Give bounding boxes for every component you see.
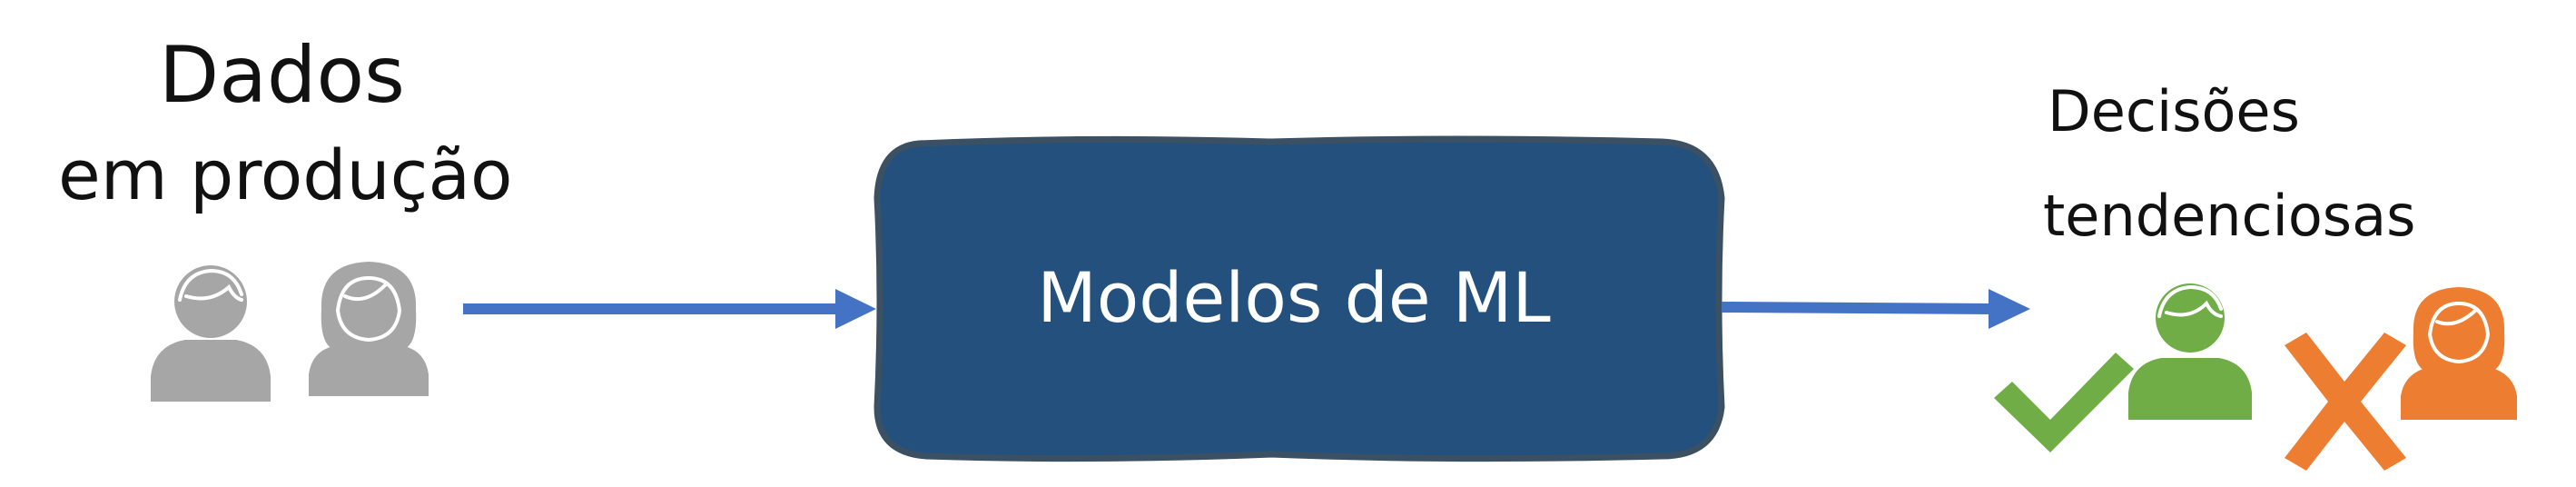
model-box — [873, 135, 1725, 462]
input-title: Dados — [159, 30, 405, 121]
female-body — [309, 345, 429, 396]
input-subtitle: em produção — [58, 134, 513, 215]
input-female-person-icon — [309, 262, 429, 396]
accepted-male-person-icon — [2128, 283, 2252, 420]
output-subtitle: tendenciosas — [2043, 183, 2416, 249]
model-label: Modelos de ML — [1037, 257, 1551, 338]
rejected-female-person-icon — [2401, 287, 2517, 420]
accepted-check-icon — [1994, 353, 2134, 452]
output-arrow — [1721, 289, 2030, 329]
output-title: Decisões — [2048, 78, 2300, 144]
male-head — [174, 265, 247, 338]
input-arrow — [463, 289, 876, 329]
rejected-cross-icon — [2285, 333, 2406, 471]
male-body — [151, 340, 271, 402]
female-hair — [321, 262, 417, 349]
input-male-person-icon — [151, 265, 271, 402]
